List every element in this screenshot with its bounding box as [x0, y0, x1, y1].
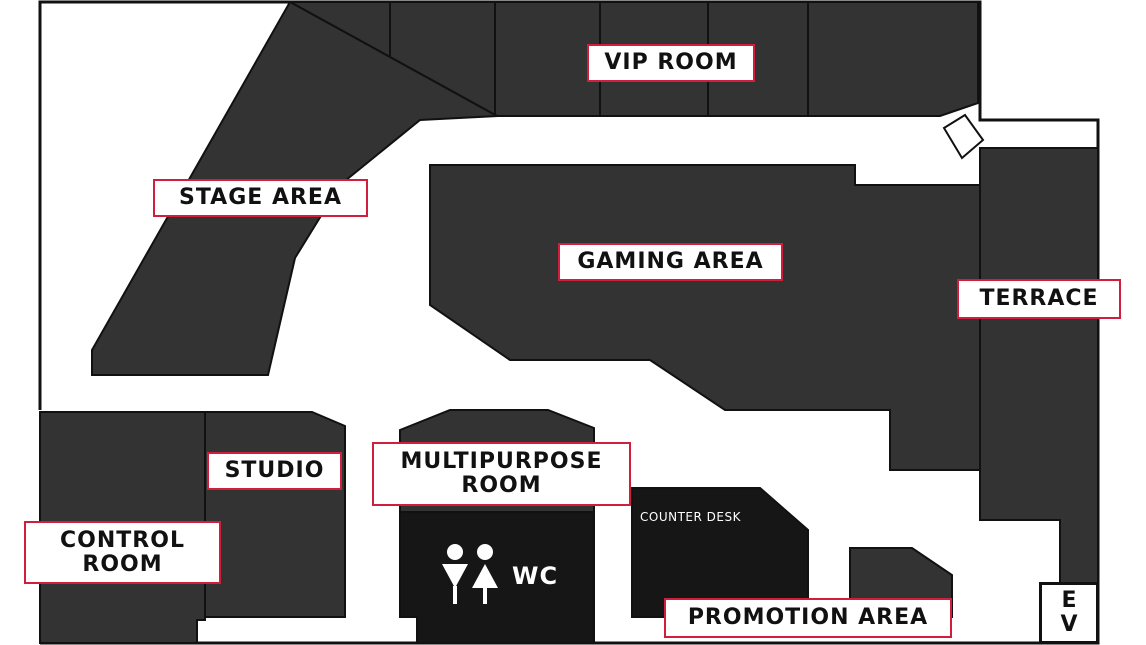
multipurpose-room-label: MULTIPURPOSE ROOM — [372, 442, 631, 506]
control-room-text-line2: ROOM — [82, 551, 163, 577]
vip-room-label: VIP ROOM — [587, 44, 755, 82]
stage-area-text: STAGE AREA — [179, 185, 342, 210]
studio-text: STUDIO — [224, 458, 325, 483]
control-room-text-line1: CONTROL — [60, 527, 185, 553]
promotion-area-label: PROMOTION AREA — [664, 598, 952, 638]
terrace-door — [942, 113, 985, 160]
elevator-letter-v: V — [1060, 612, 1078, 637]
studio — [204, 411, 346, 618]
terrace-text: TERRACE — [979, 286, 1099, 311]
gaming-area-label: GAMING AREA — [558, 243, 783, 281]
wc-room — [399, 511, 595, 644]
studio-label: STUDIO — [207, 452, 342, 490]
multipurpose-room-text-line2: ROOM — [461, 473, 542, 498]
restroom-icon — [442, 544, 498, 604]
stage-area-label: STAGE AREA — [153, 179, 368, 217]
elevator: E V — [1040, 583, 1098, 643]
terrace-label: TERRACE — [957, 279, 1121, 319]
gaming-area-text: GAMING AREA — [577, 249, 764, 274]
control-room-label: CONTROL ROOM — [24, 521, 221, 584]
vip-room-text: VIP ROOM — [604, 50, 738, 75]
counter-desk-label: COUNTER DESK — [640, 510, 741, 524]
gaming-area — [429, 164, 981, 471]
wc-label: WC — [512, 562, 559, 590]
counter-desk-area — [631, 487, 809, 618]
promotion-area-text: PROMOTION AREA — [687, 605, 929, 630]
elevator-letter-e: E — [1061, 588, 1077, 613]
multipurpose-room-text-line1: MULTIPURPOSE — [400, 449, 603, 474]
terrace — [979, 147, 1099, 586]
